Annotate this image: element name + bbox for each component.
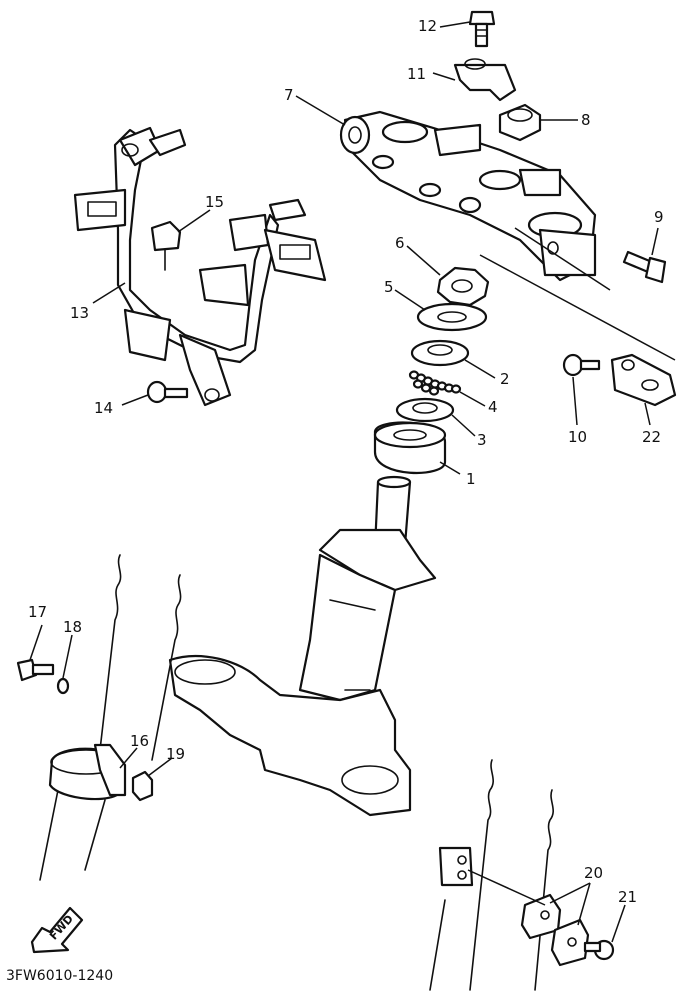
callout-22: 22 — [642, 428, 661, 446]
cable-clamp-part — [150, 220, 182, 271]
callout-20: 20 — [584, 864, 603, 882]
callout-3: 3 — [477, 431, 487, 449]
callout-11: 11 — [407, 65, 426, 83]
handlebar-holder-part — [453, 58, 517, 102]
callout-21: 21 — [618, 888, 637, 906]
left-fork-tube-part — [39, 554, 182, 881]
lower-bearing-part — [373, 421, 447, 475]
clamp-bolt-part — [16, 658, 55, 682]
bearing-race-part — [395, 397, 455, 423]
callout-7: 7 — [284, 86, 294, 104]
steering-nut-part — [498, 103, 542, 142]
holder-bolt-part — [468, 10, 496, 48]
diagram-code: 3FW6010-1240 — [6, 968, 113, 984]
steering-stem-part — [168, 475, 437, 817]
callout-10: 10 — [568, 428, 587, 446]
callout-15: 15 — [205, 193, 224, 211]
ball-bearing-part — [408, 370, 462, 396]
holder-bolt-21-part — [583, 939, 615, 961]
clamp-nut-part — [131, 770, 154, 802]
callout-4: 4 — [488, 398, 498, 416]
washer-part — [416, 302, 488, 332]
pinch-bolt-part — [622, 250, 667, 284]
guide-bolt-part — [562, 353, 601, 377]
leader-lines — [29, 21, 676, 943]
callout-19: 19 — [166, 745, 185, 763]
clamp-washer-part — [56, 677, 70, 695]
fork-clamp-part — [48, 743, 127, 801]
callout-14: 14 — [94, 399, 113, 417]
cable-guide-part — [610, 353, 677, 407]
callout-18: 18 — [63, 618, 82, 636]
callout-5: 5 — [384, 278, 394, 296]
headlight-stay-part — [73, 126, 327, 407]
callout-16: 16 — [130, 732, 149, 750]
callout-8: 8 — [581, 111, 591, 129]
fwd-arrow-icon: FWD — [30, 906, 84, 954]
callout-9: 9 — [654, 208, 664, 226]
callout-13: 13 — [70, 304, 89, 322]
callout-12: 12 — [418, 17, 437, 35]
right-fork-tube-part — [429, 759, 554, 991]
upper-bracket-part — [339, 110, 597, 282]
callout-17: 17 — [28, 603, 47, 621]
stay-bolt-part — [146, 380, 189, 404]
callout-6: 6 — [395, 234, 405, 252]
ring-nut-part — [436, 266, 490, 307]
lower-cable-holder-part — [438, 846, 474, 887]
callout-labels: 1 2 3 4 5 6 7 8 9 10 11 12 13 14 15 16 1… — [28, 17, 664, 906]
bearing-cover-part — [410, 339, 470, 367]
callout-1: 1 — [466, 470, 476, 488]
callout-2: 2 — [500, 370, 510, 388]
